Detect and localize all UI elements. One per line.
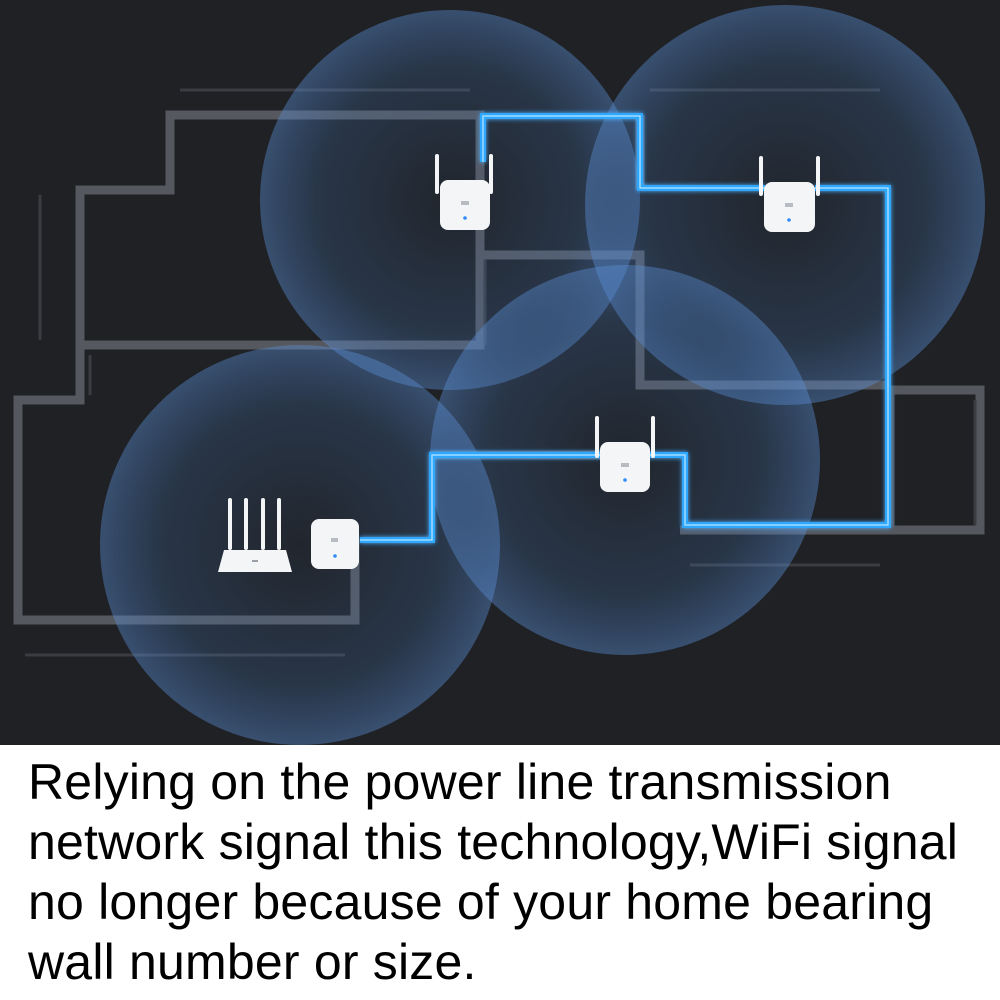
router-icon	[218, 498, 292, 572]
floor-plan-svg	[13, 5, 985, 745]
wifi-extender-icon	[759, 156, 820, 232]
floor-plan-illustration	[0, 0, 1000, 745]
wifi-extender-icon	[595, 416, 655, 492]
powerline-adapter-icon	[311, 519, 359, 569]
wifi-extender-icon	[435, 154, 493, 230]
powerline-path	[360, 113, 891, 543]
coverage-circle-bottom-left	[100, 345, 500, 745]
caption-text: Relying on the power line transmission n…	[28, 754, 959, 990]
